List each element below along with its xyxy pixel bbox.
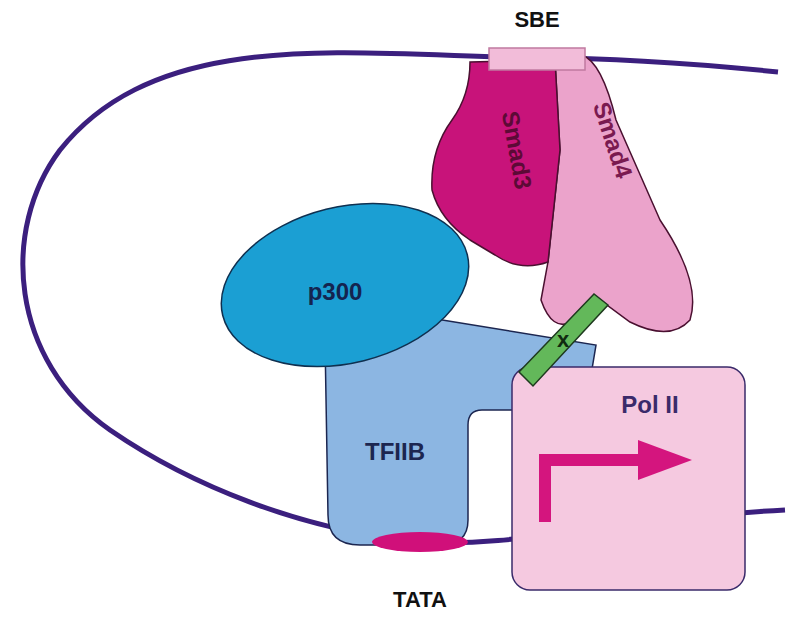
- tata-box: TATA: [360, 528, 480, 616]
- node-label: TATA: [393, 588, 447, 612]
- pol-ii-enzyme: Pol II: [510, 365, 748, 593]
- smad3-protein-shape: [425, 55, 565, 270]
- x-factor: x: [515, 288, 610, 388]
- node-label: SBE: [514, 8, 559, 32]
- p300-protein: p300: [215, 195, 475, 375]
- node-label: x: [557, 328, 569, 352]
- smad3-protein: Smad3: [425, 55, 565, 270]
- node-label: Pol II: [621, 392, 678, 418]
- node-label: TFIIB: [365, 439, 425, 465]
- sbe-element: SBE: [485, 4, 590, 74]
- node-label: p300: [308, 279, 363, 305]
